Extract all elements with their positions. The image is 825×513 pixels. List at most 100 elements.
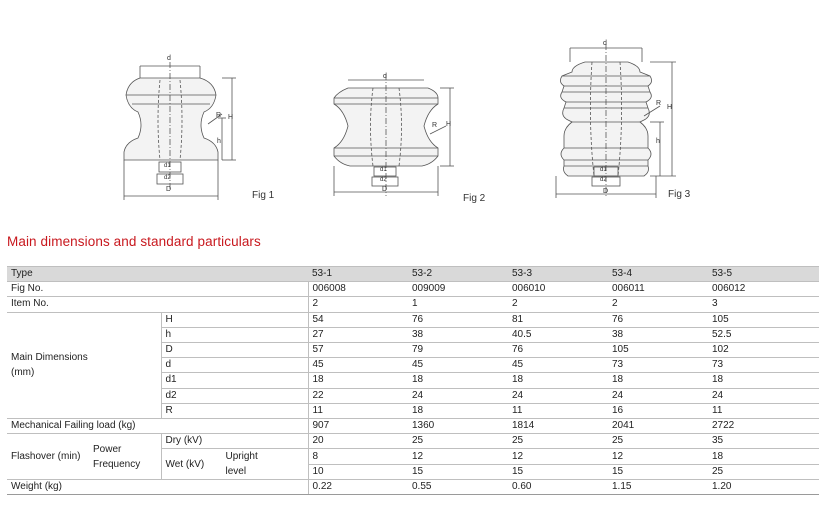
value-cell: 009009	[408, 281, 508, 298]
type-header: 53-2	[408, 265, 508, 283]
value-cell: 1360	[408, 418, 508, 435]
value-cell: 0.60	[508, 479, 608, 496]
value-cell: 18	[708, 448, 819, 465]
value-cell: 25	[708, 464, 819, 481]
dim-D-3: D	[603, 188, 609, 195]
dim-D-2: D	[382, 186, 388, 193]
dim-H-2: H	[446, 121, 452, 128]
value-cell: 1.15	[608, 479, 708, 496]
dim-d-3: d	[603, 40, 607, 47]
value-cell: 11	[508, 403, 608, 419]
dim-R-2: R	[432, 122, 438, 129]
value-cell: 11	[308, 403, 408, 419]
dim-D-1: D	[166, 186, 172, 193]
value-cell: 52.5	[708, 327, 819, 343]
power-label: Power	[93, 443, 122, 455]
value-cell: 20	[308, 433, 408, 450]
fig-2-label: Fig 2	[463, 193, 486, 204]
value-cell: 24	[608, 388, 708, 404]
value-cell: 76	[408, 312, 508, 328]
value-cell: 15	[408, 464, 508, 481]
flashover-title: Flashover (min)	[11, 451, 81, 463]
dim-d2-3: d2	[600, 177, 607, 183]
dim-d1-1: d1	[164, 163, 171, 169]
value-cell: 27	[308, 327, 408, 343]
dimension-name: d2	[161, 388, 309, 404]
value-cell: 38	[608, 327, 708, 343]
insulator-drawings	[123, 44, 676, 200]
dimension-name: R	[161, 403, 309, 419]
value-cell: 57	[308, 342, 408, 359]
fig-3-drawing	[555, 44, 676, 198]
wet-title: Wet (kV)	[165, 458, 205, 470]
dim-d-2: d	[383, 73, 387, 80]
item-no-label: Item No.	[7, 296, 309, 313]
value-cell: 18	[508, 372, 608, 389]
value-cell: 16	[608, 403, 708, 419]
main-dimensions-unit: (mm)	[11, 367, 35, 379]
value-cell: 38	[408, 327, 508, 343]
value-cell: 8	[308, 448, 408, 465]
mechanical-load-label: Mechanical Failing load (kg)	[7, 418, 309, 435]
value-cell: 006010	[508, 281, 608, 298]
value-cell: 006011	[608, 281, 708, 298]
value-cell: 25	[608, 433, 708, 450]
value-cell: 1814	[508, 418, 608, 435]
level-label: level	[225, 466, 247, 478]
weight-label: Weight (kg)	[7, 479, 309, 496]
fig-2-drawing	[333, 74, 454, 196]
dim-d2-1: d2	[164, 175, 171, 181]
type-header: 53-1	[308, 265, 408, 283]
value-cell: 45	[508, 357, 608, 374]
value-cell: 24	[708, 388, 819, 404]
wet-label: Wet (kV) Upright level	[161, 448, 309, 481]
dim-d1-2: d1	[380, 167, 387, 173]
value-cell: 24	[408, 388, 508, 404]
type-header: 53-3	[508, 265, 608, 283]
value-cell: 18	[408, 372, 508, 389]
value-cell: 10	[308, 464, 408, 481]
value-cell: 79	[408, 342, 508, 359]
dim-d1-3: d1	[600, 167, 607, 173]
fig-3-label: Fig 3	[668, 189, 691, 200]
fig-1-label: Fig 1	[252, 190, 275, 201]
type-label: Type	[7, 265, 308, 283]
dim-H-1: H	[228, 114, 234, 121]
main-dimensions-label: Main Dimensions(mm)	[7, 312, 162, 419]
dimension-name: d1	[161, 372, 309, 389]
upright-label: Upright	[225, 451, 258, 463]
value-cell: 18	[608, 372, 708, 389]
dim-d-1: d	[167, 55, 171, 62]
value-cell: 0.22	[308, 479, 408, 496]
value-cell: 45	[308, 357, 408, 374]
value-cell: 76	[608, 312, 708, 328]
value-cell: 73	[708, 357, 819, 374]
value-cell: 73	[608, 357, 708, 374]
section-heading: Main dimensions and standard particulars	[7, 234, 261, 249]
dimension-name: H	[161, 312, 309, 328]
value-cell: 40.5	[508, 327, 608, 343]
value-cell: 2041	[608, 418, 708, 435]
value-cell: 15	[608, 464, 708, 481]
frequency-label: Frequency	[93, 458, 141, 470]
value-cell: 006012	[708, 281, 819, 298]
fig-no-label: Fig No.	[7, 281, 309, 298]
dim-d2-2: d2	[380, 177, 387, 183]
value-cell: 25	[408, 433, 508, 450]
dim-h-3: h	[656, 138, 660, 145]
dim-R-3: R	[656, 100, 662, 107]
dimension-name: d	[161, 357, 309, 374]
value-cell: 2	[508, 296, 608, 313]
value-cell: 006008	[308, 281, 408, 298]
